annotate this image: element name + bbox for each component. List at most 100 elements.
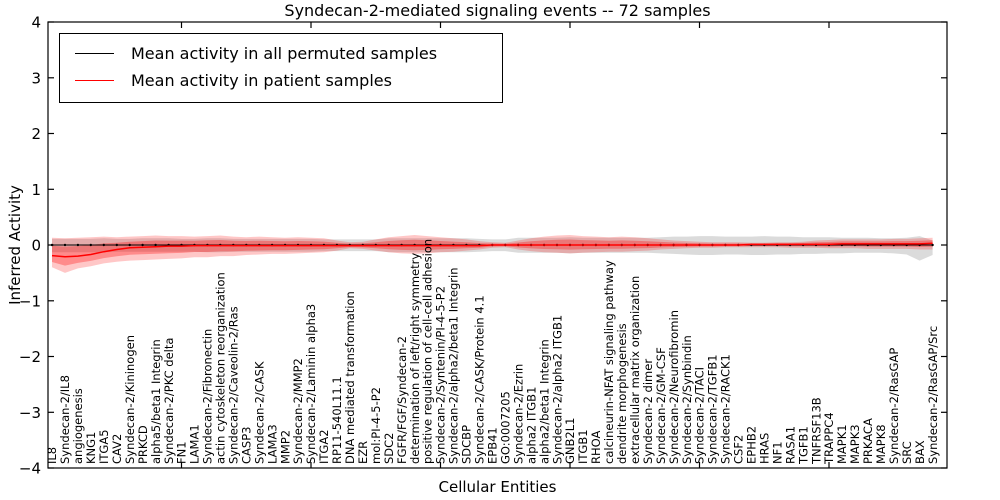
entity-label: Syndecan-2/Neurofibromin xyxy=(667,310,681,464)
y-tick-label: −2 xyxy=(19,348,41,366)
x-axis-label: Cellular Entities xyxy=(438,478,557,496)
patient-mean-line xyxy=(51,242,933,258)
entity-label: ITGB1 xyxy=(576,429,590,464)
entity-label: TGFB1 xyxy=(796,426,810,465)
entity-label: ITGA2 xyxy=(317,429,331,464)
patient-line-swatch xyxy=(75,80,114,81)
entity-label: Syndecan-2/RACK1 xyxy=(719,354,733,464)
entity-label: Syndecan-2 dimer xyxy=(641,359,655,464)
entity-label: SRC xyxy=(900,441,914,464)
entity-label: RHOA xyxy=(589,431,603,464)
entity-label: Syndecan-2/MMP2 xyxy=(291,358,305,464)
entity-label: MAPK3 xyxy=(848,424,862,464)
entity-label: alpha2/beta1 Integrin xyxy=(537,339,551,464)
permuted-mean-marker xyxy=(154,243,157,247)
entity-label: Syndecan-2/IL8 xyxy=(58,375,72,464)
entity-label: DNA mediated transformation xyxy=(343,291,357,464)
permuted-mean-marker xyxy=(76,243,80,247)
entity-label: FGFR/FGF/Syndecan-2 xyxy=(395,336,409,464)
permuted-mean-marker xyxy=(128,243,131,247)
permuted-sample-range-band xyxy=(52,236,933,261)
entity-label: GO:0007205 xyxy=(498,391,512,464)
entity-label: Syndecan-2/PKC delta xyxy=(162,338,176,464)
entity-label: angiogenesis xyxy=(71,388,85,464)
chart-title: Syndecan-2-mediated signaling events -- … xyxy=(284,1,711,20)
entity-label: Syndecan-2/RasGAP/Src xyxy=(926,326,940,464)
entity-label: dendrite morphogenesis xyxy=(615,323,629,464)
entity-label: Syndecan-2/CASK/Protein 4.1 xyxy=(473,295,487,464)
permuted-mean-marker xyxy=(931,243,934,247)
entity-label: HRAS xyxy=(758,433,772,464)
entity-label: IL8 xyxy=(45,447,59,464)
y-tick-label: 4 xyxy=(31,14,41,32)
entity-label: EPHB2 xyxy=(745,426,759,464)
permuted-mean-marker xyxy=(89,243,93,247)
legend-item-patient: Mean activity in patient samples xyxy=(60,67,502,94)
permuted-mean-marker xyxy=(141,243,144,247)
entity-label: determination of left/right symmetry xyxy=(408,253,422,464)
entity-label: positive regulation of cell-cell adhesio… xyxy=(421,239,435,464)
entity-label: PRKACA xyxy=(861,418,875,464)
permuted-mean-marker xyxy=(115,243,119,247)
entity-label: LAMA3 xyxy=(265,424,279,464)
entity-label: Syndecan-2/TACI xyxy=(693,367,707,464)
legend: Mean activity in all permuted samples Me… xyxy=(59,33,503,103)
entity-label: BAX xyxy=(913,440,927,464)
permuted-line-swatch xyxy=(75,53,114,54)
entity-label: EPB41 xyxy=(486,427,500,464)
entity-label: extracellular matrix organization xyxy=(628,276,642,464)
legend-label-permuted: Mean activity in all permuted samples xyxy=(131,44,438,63)
entity-label: Syndecan-2/Caveolin-2/Ras xyxy=(227,306,241,464)
y-tick-label: 3 xyxy=(31,69,41,87)
entity-label: PRKCD xyxy=(136,425,150,464)
entity-label: RP11-540L11.1 xyxy=(330,376,344,464)
y-tick-label: −3 xyxy=(19,404,41,422)
entity-label: TRAPPC4 xyxy=(822,412,836,465)
entity-label: CASP3 xyxy=(239,427,253,464)
entity-label: ITGA5 xyxy=(97,429,111,464)
entity-label: Syndecan-2/Fibronectin xyxy=(201,329,215,464)
entity-label: Syndecan-2/RasGAP xyxy=(887,348,901,464)
entity-label: calcineurin-NFAT signaling pathway xyxy=(602,260,616,464)
y-tick-label: −1 xyxy=(19,292,41,310)
entity-label: CAV2 xyxy=(110,434,124,464)
y-tick-label: 0 xyxy=(31,237,41,255)
entity-label: Syndecan-2/alpha2/beta1 Integrin xyxy=(447,267,461,464)
entity-label: EZR xyxy=(356,441,370,464)
entity-label: GNB2L1 xyxy=(563,418,577,464)
entity-label: Syndecan-2/GM-CSF xyxy=(654,347,668,464)
entity-label: MMP2 xyxy=(278,430,292,464)
entity-label: NF1 xyxy=(770,441,784,464)
legend-item-permuted: Mean activity in all permuted samples xyxy=(60,40,502,67)
entity-label: Syndecan-2/Syntenin/PI-4-5-P2 xyxy=(434,286,448,464)
permuted-mean-marker xyxy=(63,243,67,247)
entity-label: RASA1 xyxy=(783,426,797,464)
y-tick-label: 1 xyxy=(31,181,41,199)
entity-label: alpha5/beta1 Integrin xyxy=(149,339,163,464)
entity-label: Syndecan-2/Synbindin xyxy=(680,335,694,464)
entity-label: MAPK8 xyxy=(874,424,888,464)
entity-label: Syndecan-2/alpha2 ITGB1 xyxy=(550,315,564,464)
entity-label: actin cytoskeleton reorganization xyxy=(214,272,228,464)
y-tick-label: 2 xyxy=(31,125,41,143)
entity-label: mol:PI-4-5-P2 xyxy=(369,387,383,464)
permuted-mean-marker xyxy=(102,243,106,247)
y-tick-label: −4 xyxy=(19,460,41,478)
entity-label: Syndecan-2/CASK xyxy=(252,361,266,464)
entity-label: SDC2 xyxy=(382,432,396,464)
entity-label: TNFRSF13B xyxy=(809,397,823,465)
entity-label: Syndecan-2/Laminin alpha3 xyxy=(304,304,318,464)
y-axis-label: Inferred Activity xyxy=(6,185,24,305)
entity-label: SDCBP xyxy=(460,425,474,464)
entity-label: FN1 xyxy=(175,441,189,464)
entity-label: Syndecan-2/Ezrin xyxy=(511,364,525,464)
entity-label: alpha2 ITGB1 xyxy=(524,387,538,464)
entity-label: MAPK1 xyxy=(835,424,849,464)
legend-label-patient: Mean activity in patient samples xyxy=(131,71,392,90)
entity-label: Syndecan-2/Kininogen xyxy=(123,335,137,464)
entity-label: CSF2 xyxy=(732,435,746,464)
entity-label: KNG1 xyxy=(84,432,98,464)
entity-label: LAMA1 xyxy=(188,424,202,464)
